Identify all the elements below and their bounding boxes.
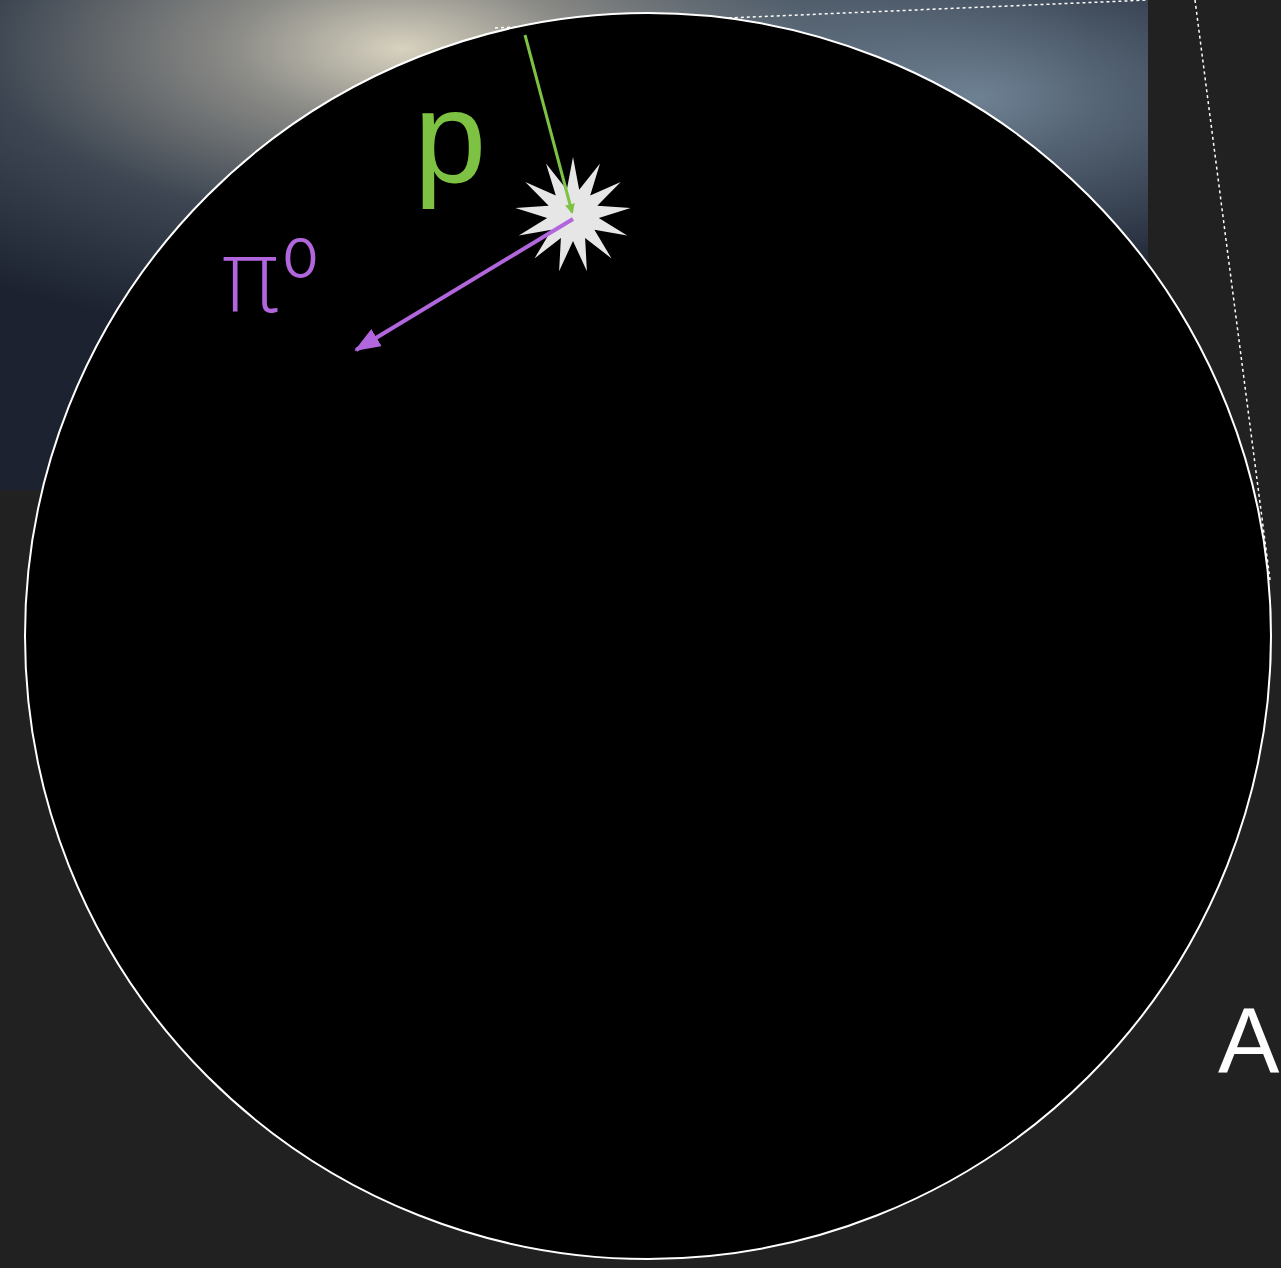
pion-arrow — [356, 219, 573, 350]
particle-label: p — [414, 72, 486, 202]
particle-label: π⁰ — [220, 228, 320, 328]
proton-arrow — [525, 35, 572, 212]
cut-off-text: A — [1218, 995, 1279, 1087]
earth-circle — [25, 13, 1271, 1259]
collision-starburst — [515, 157, 630, 271]
